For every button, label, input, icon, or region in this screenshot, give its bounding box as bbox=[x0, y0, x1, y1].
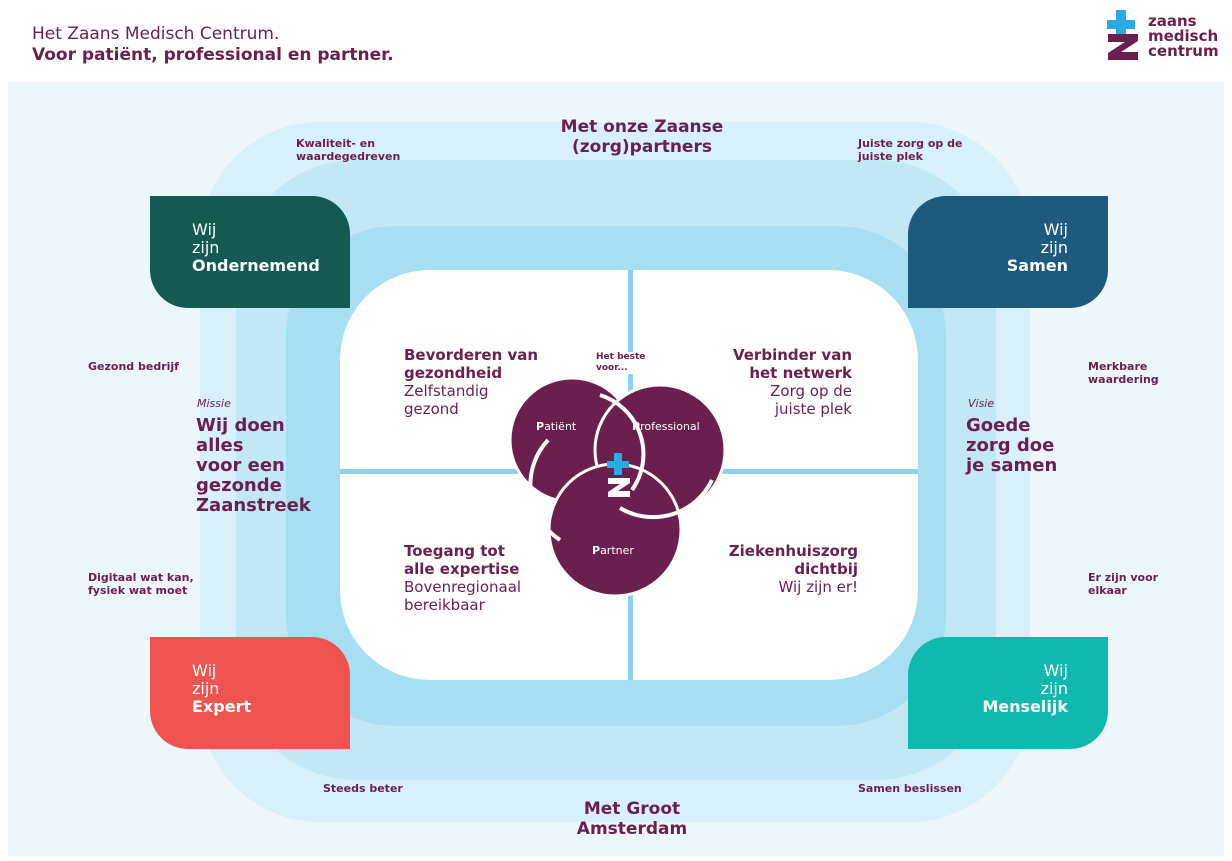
header-title: Voor patiënt, professional en partner. bbox=[32, 45, 394, 65]
quadrant-br-sub: Wij zijn er! bbox=[778, 578, 859, 596]
quadrant-tr-sub: Zorg op de juiste plek bbox=[770, 382, 852, 418]
value-are: zijn bbox=[1040, 238, 1068, 257]
value-are: zijn bbox=[192, 679, 220, 698]
header-subtitle: Het Zaans Medisch Centrum. bbox=[32, 24, 280, 44]
value-box-menselijk: Wij zijn Menselijk bbox=[908, 637, 1108, 749]
label-healthy-company: Gezond bedrijf bbox=[88, 360, 179, 373]
value-name: Ondernemend bbox=[192, 256, 320, 275]
label-always-better: Steeds beter bbox=[323, 782, 403, 795]
value-name: Expert bbox=[192, 697, 252, 716]
label-right-care: Juiste zorg op de juiste plek bbox=[858, 137, 963, 163]
value-box-samen: Wij zijn Samen bbox=[908, 196, 1108, 308]
value-are: zijn bbox=[1040, 679, 1068, 698]
zmc-logo: zaans medisch centrum bbox=[1104, 8, 1224, 64]
venn-label-partner: Partner bbox=[592, 544, 634, 557]
value-we: Wij bbox=[192, 661, 217, 680]
value-box-expert: Wij zijn Expert bbox=[150, 637, 350, 749]
venn-label-professional-initial: P bbox=[632, 420, 641, 433]
value-box-ondernemend: Wij zijn Ondernemend bbox=[150, 196, 350, 308]
label-decide-together: Samen beslissen bbox=[858, 782, 962, 795]
venn-label-professional-rest: rofessional bbox=[640, 420, 700, 433]
label-there-for-each-other: Er zijn voor elkaar bbox=[1088, 571, 1159, 597]
value-we: Wij bbox=[1043, 220, 1068, 239]
venn-swirl-2 bbox=[618, 479, 714, 520]
venn-label-partner-rest: artner bbox=[600, 544, 634, 557]
venn-swirl-1 bbox=[599, 393, 646, 492]
venn-graphic bbox=[508, 376, 727, 598]
central-panel: Bevorderen van gezondheid Zelfstandig ge… bbox=[340, 270, 918, 680]
logo-word-2: medisch bbox=[1148, 27, 1219, 45]
quadrant-bl-title: Toegang tot alle expertise bbox=[404, 542, 520, 578]
label-appreciation: Merkbare waardering bbox=[1088, 360, 1159, 386]
quadrant-tr-title: Verbinder van het netwerk bbox=[732, 346, 852, 382]
venn-swirl-3 bbox=[528, 438, 562, 542]
logo-word-3: centrum bbox=[1148, 42, 1219, 60]
mission-label: Missie bbox=[197, 397, 231, 410]
quadrant-bl-sub: Bovenregionaal bereikbaar bbox=[404, 578, 522, 614]
mission-text: Wij doen alles voor een gezonde Zaanstre… bbox=[196, 415, 311, 516]
venn-label-partner-initial: P bbox=[592, 544, 601, 557]
ring-title-top: Met onze Zaanse (zorg)partners bbox=[560, 117, 724, 157]
value-we: Wij bbox=[1043, 661, 1068, 680]
vision-text: Goede zorg doe je samen bbox=[966, 415, 1058, 476]
center-caption: Het beste voor... bbox=[596, 352, 646, 374]
value-are: zijn bbox=[192, 238, 220, 257]
value-name: Samen bbox=[1006, 256, 1068, 275]
patient-professional-partner-venn: Patiënt Professional Partner bbox=[500, 340, 750, 610]
center-zmc-icon bbox=[607, 453, 630, 497]
value-we: Wij bbox=[192, 220, 217, 239]
venn-label-patient: Patiënt bbox=[536, 420, 576, 433]
logo-word-1: zaans bbox=[1148, 12, 1197, 30]
venn-label-patient-rest: atiënt bbox=[544, 420, 577, 433]
label-digital: Digitaal wat kan, fysiek wat moet bbox=[88, 571, 194, 597]
value-name: Menselijk bbox=[982, 697, 1068, 716]
quadrant-tl-sub: Zelfstandig gezond bbox=[404, 382, 489, 418]
vision-label: Visie bbox=[968, 397, 995, 410]
quadrant-tl-title: Bevorderen van gezondheid bbox=[404, 346, 539, 382]
venn-label-patient-initial: P bbox=[536, 420, 545, 433]
zmc-cross-z-icon bbox=[1107, 10, 1138, 60]
quadrant-br-title: Ziekenhuiszorg dichtbij bbox=[728, 542, 858, 578]
label-quality: Kwaliteit- en waardegedreven bbox=[296, 137, 401, 163]
venn-label-professional: Professional bbox=[632, 420, 700, 433]
ring-title-bottom: Met Groot Amsterdam bbox=[576, 799, 688, 839]
logo-wordmark: zaans medisch centrum bbox=[1148, 14, 1219, 59]
